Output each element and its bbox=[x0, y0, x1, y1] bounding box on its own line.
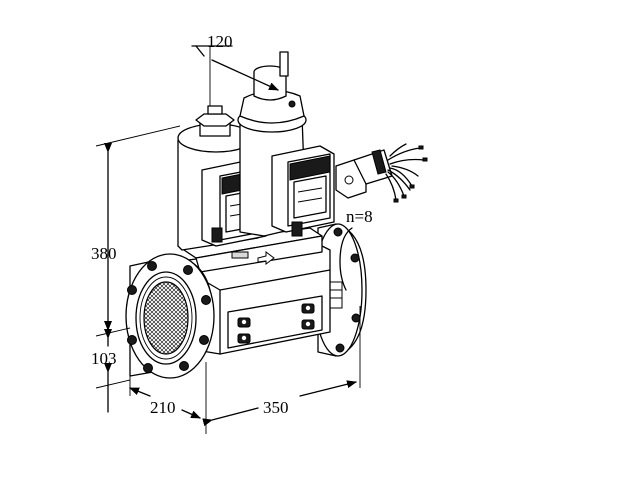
solenoid-actuator-right bbox=[237, 51, 335, 237]
connector-wires bbox=[385, 143, 428, 203]
dimension-350-label: 350 bbox=[263, 398, 289, 417]
test-nipple bbox=[301, 303, 315, 314]
flow-direction-arrow-icon bbox=[257, 251, 275, 265]
connector-pins-label: n=8 bbox=[346, 207, 373, 226]
electrical-connector-plug bbox=[335, 143, 428, 203]
dimension-120-label: 120 bbox=[207, 32, 233, 51]
test-nipple bbox=[237, 333, 251, 344]
dimension-380-label: 380 bbox=[91, 244, 117, 263]
dimension-210-label: 210 bbox=[150, 398, 176, 417]
dimension-103: 103 bbox=[91, 329, 131, 413]
inlet-flange bbox=[125, 253, 215, 379]
dimension-120: 120 bbox=[191, 32, 279, 106]
dimension-103-label: 103 bbox=[91, 349, 117, 368]
test-nipple bbox=[301, 319, 315, 330]
test-nipple bbox=[237, 317, 251, 328]
valve-body bbox=[125, 223, 367, 379]
dimension-380: 380 bbox=[91, 125, 181, 337]
dimension-350: 350 bbox=[202, 306, 361, 427]
connector-callout: n=8 bbox=[339, 207, 373, 291]
